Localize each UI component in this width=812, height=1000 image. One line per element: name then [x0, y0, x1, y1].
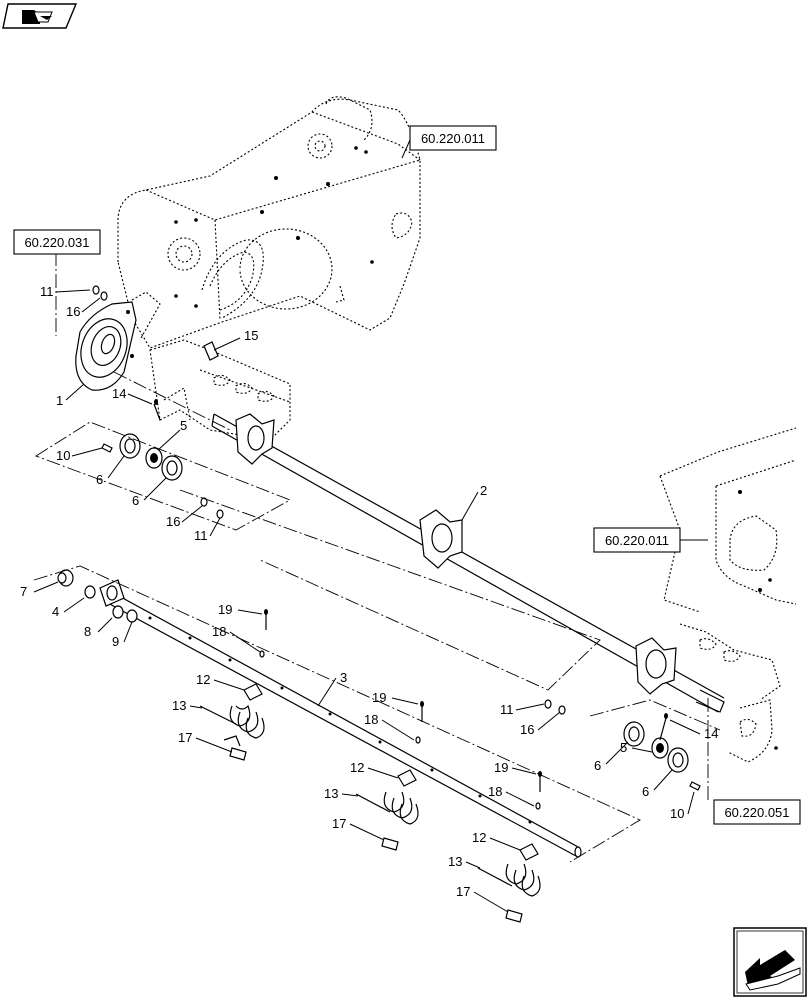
tine-assembly-1	[199, 609, 268, 761]
callout-5: 5	[180, 418, 187, 433]
callout-14: 14	[704, 726, 718, 741]
callout-18: 18	[488, 784, 502, 799]
svg-text:60.220.011: 60.220.011	[421, 131, 485, 146]
callout-11: 11	[194, 528, 208, 543]
ref-box-left[interactable]: 60.220.031	[13, 229, 101, 255]
callout-13: 13	[324, 786, 338, 801]
callout-1: 1	[56, 393, 63, 408]
callout-14: 14	[112, 386, 126, 401]
callout-7: 7	[20, 584, 27, 599]
callout-2: 2	[480, 483, 487, 498]
assembly-boundary-lines	[33, 252, 721, 863]
book-navigation-icon[interactable]	[2, 3, 78, 29]
left-bearing-support	[149, 339, 291, 441]
callout-12: 12	[350, 760, 364, 775]
callout-12: 12	[196, 672, 210, 687]
callout-17: 17	[332, 816, 346, 831]
tine-assembly-3	[477, 771, 542, 923]
callout-16: 16	[520, 722, 534, 737]
callout-11: 11	[40, 284, 54, 299]
callout-12: 12	[472, 830, 486, 845]
callout-13: 13	[448, 854, 462, 869]
callout-18: 18	[212, 624, 226, 639]
callout-10: 10	[670, 806, 684, 821]
right-feeder-frame	[659, 427, 797, 763]
ref-box-right-mid[interactable]: 60.220.011	[593, 527, 708, 553]
callout-6: 6	[132, 493, 139, 508]
callout-5: 5	[620, 740, 627, 755]
ref-box-top[interactable]: 60.220.011	[401, 125, 497, 159]
callout-labels: 11 16 1 15 14 5 10 6 6 16 11 2 7 4 8 9 1…	[20, 284, 718, 913]
ref-box-bottom-right[interactable]: 60.220.051	[713, 799, 801, 825]
callout-3: 3	[340, 670, 347, 685]
callout-19: 19	[218, 602, 232, 617]
callout-9: 9	[112, 634, 119, 649]
callout-6: 6	[594, 758, 601, 773]
callout-13: 13	[172, 698, 186, 713]
callout-8: 8	[84, 624, 91, 639]
callout-6: 6	[642, 784, 649, 799]
upper-drive-shaft	[211, 413, 725, 713]
arrow-navigation-icon[interactable]	[733, 927, 807, 997]
callout-6: 6	[96, 472, 103, 487]
callout-15: 15	[244, 328, 258, 343]
callout-16: 16	[66, 304, 80, 319]
callout-19: 19	[494, 760, 508, 775]
callout-11: 11	[500, 702, 514, 717]
hub-housing-part	[75, 301, 137, 391]
tine-assembly-2	[355, 701, 424, 851]
callout-18: 18	[364, 712, 378, 727]
callout-17: 17	[178, 730, 192, 745]
lower-tine-shaft	[99, 579, 582, 858]
callout-10: 10	[56, 448, 70, 463]
svg-text:60.220.011: 60.220.011	[605, 533, 669, 548]
callout-16: 16	[166, 514, 180, 529]
callout-19: 19	[372, 690, 386, 705]
left-end-hardware	[57, 569, 138, 623]
callout-17: 17	[456, 884, 470, 899]
svg-text:60.220.031: 60.220.031	[24, 235, 89, 250]
right-bearing-assembly	[544, 699, 701, 791]
upper-feeder-frame	[117, 96, 421, 349]
callout-4: 4	[52, 604, 59, 619]
svg-text:60.220.051: 60.220.051	[724, 805, 789, 820]
